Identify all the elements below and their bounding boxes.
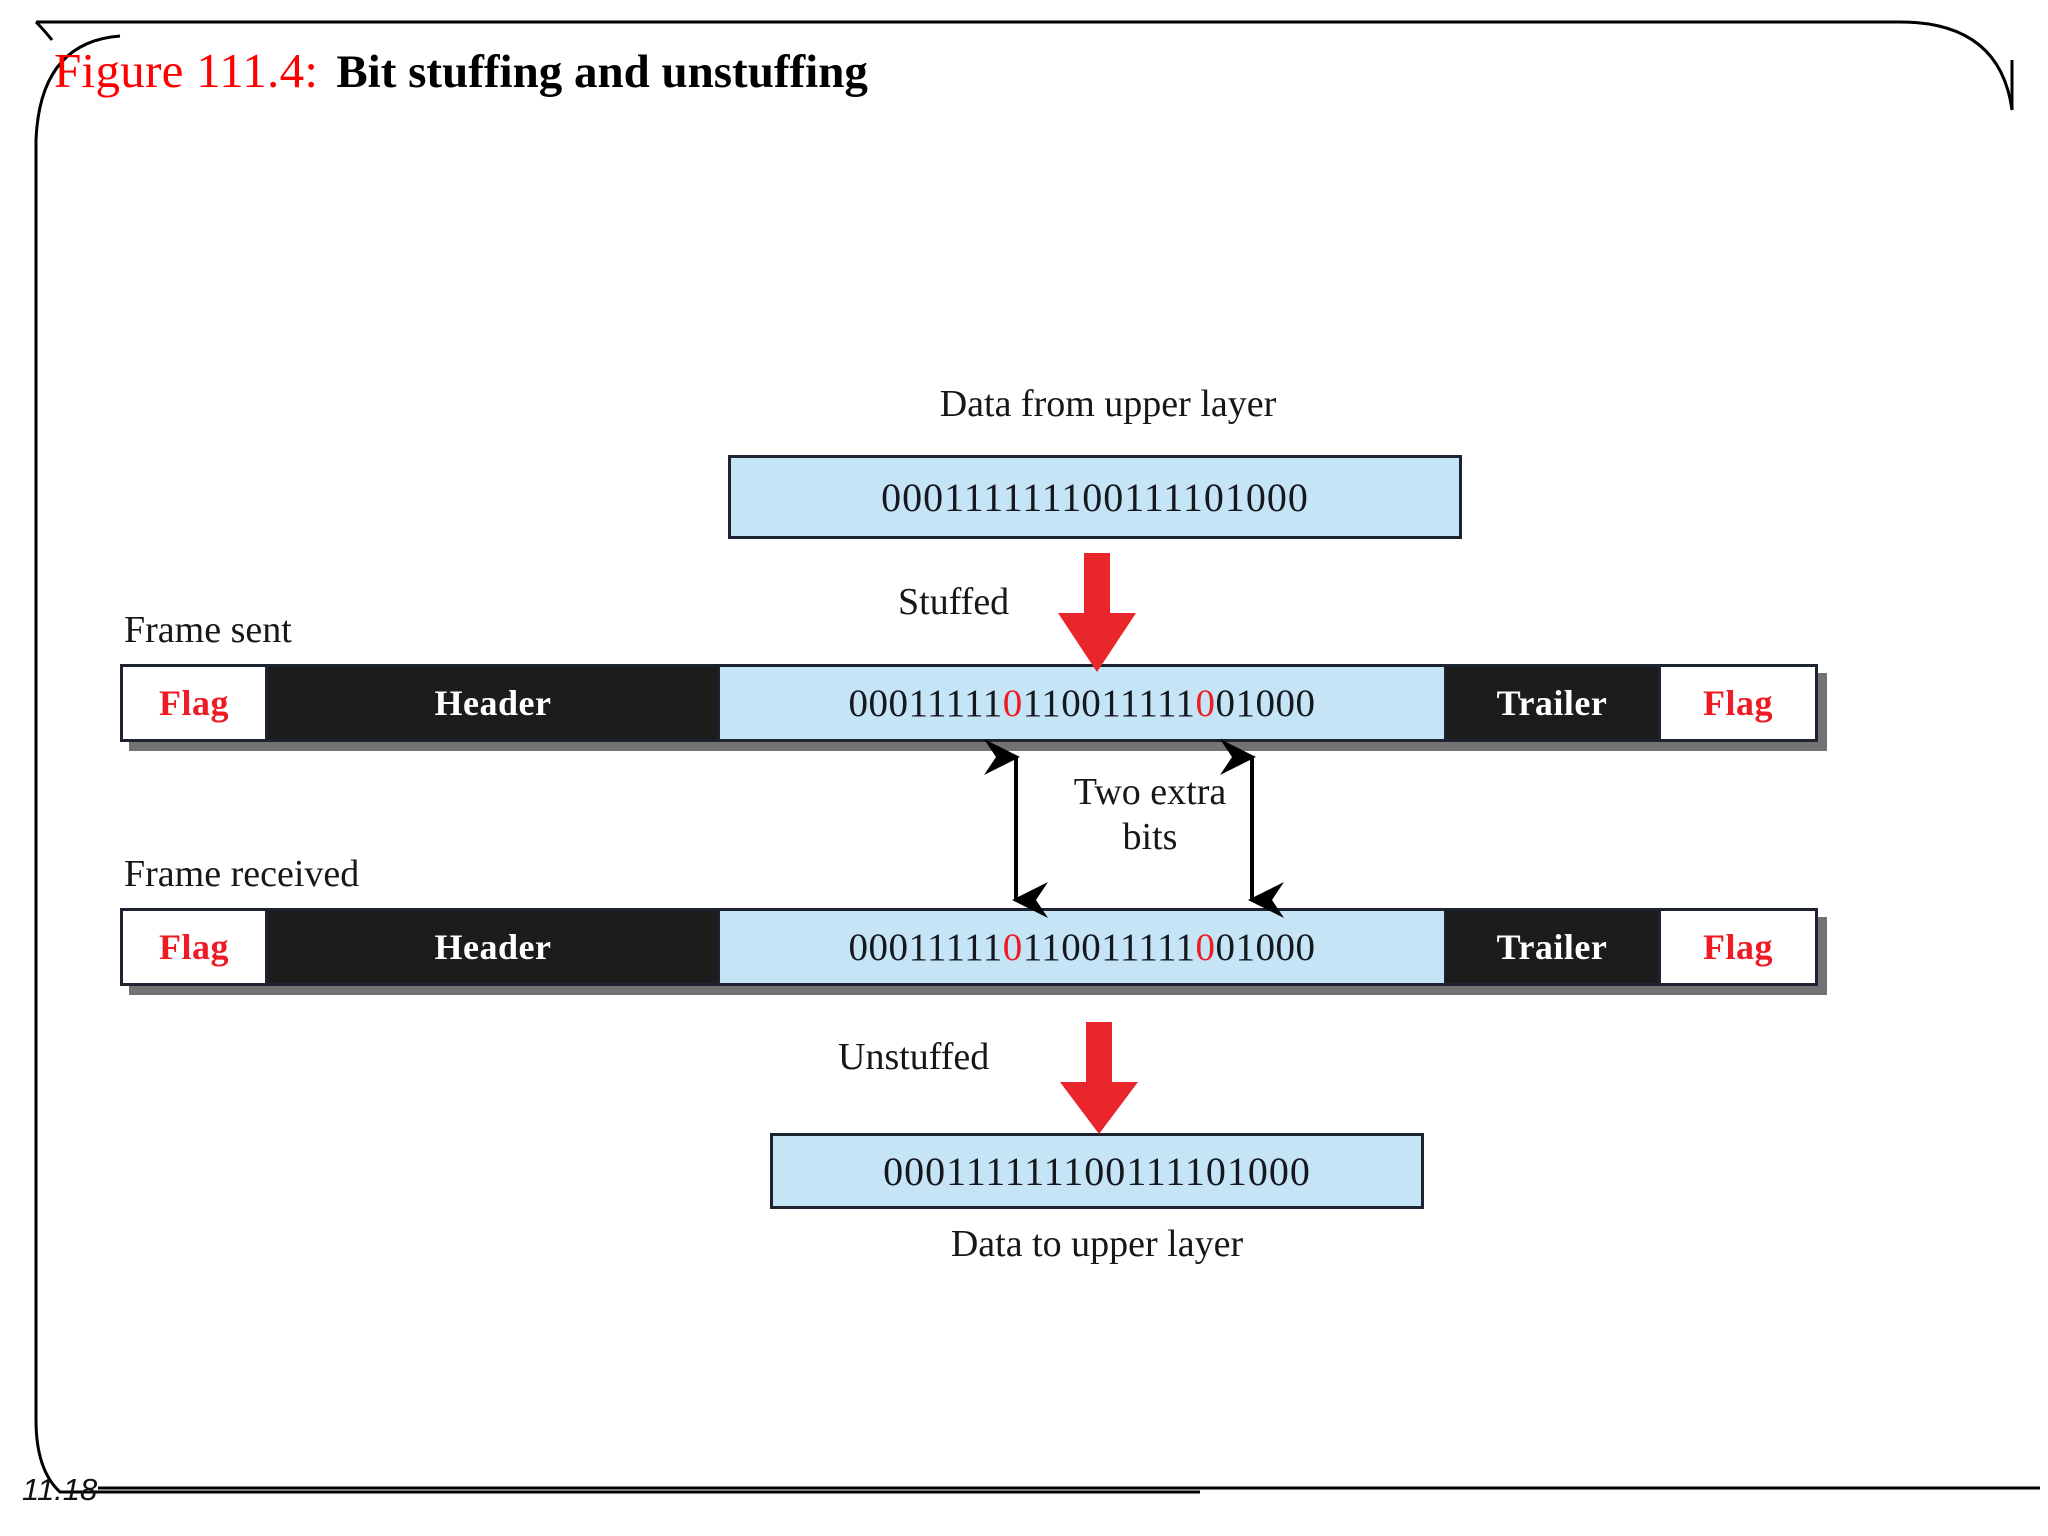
frame-sent-flag-right: Flag: [1658, 664, 1818, 742]
label-two-extra-bits: Two extra bits: [1000, 770, 1300, 860]
page-number: 11.18: [22, 1472, 98, 1507]
data-bits-prefix-1: 00011111: [848, 681, 1003, 725]
stuffed-bit-2: 0: [1195, 925, 1216, 969]
red-arrow-unstuffed: [1060, 1022, 1138, 1134]
data-bits-prefix-2: 11111: [1101, 925, 1196, 969]
two-extra-bits-line1: Two extra: [1073, 771, 1227, 813]
stuffed-bit-1: 0: [1002, 681, 1023, 725]
two-extra-bits-line2: bits: [1122, 815, 1178, 858]
label-frame-received: Frame received: [124, 853, 360, 895]
data-bits-middle: 1100: [1022, 681, 1102, 725]
frame-received-flag-right: Flag: [1658, 908, 1818, 986]
data-bits-prefix-1: 00011111: [848, 925, 1003, 969]
red-arrow-stuffed: [1058, 553, 1136, 672]
frame-sent-header: Header: [268, 664, 718, 742]
label-data-to-upper-layer: Data to upper layer: [950, 1223, 1244, 1265]
data-bits-prefix-2: 11111: [1101, 681, 1196, 725]
data-bits-suffix: 01000: [1215, 681, 1316, 725]
stuffed-bit-2: 0: [1195, 681, 1216, 725]
figure-caption: Bit stuffing and unstuffing: [336, 46, 868, 98]
frame-received-flag-left: Flag: [120, 908, 268, 986]
page-title: Figure 111.4: Bit stuffing and unstuffing: [54, 42, 868, 99]
data-bits-suffix: 01000: [1215, 925, 1316, 969]
figure-label: Figure 111.4:: [54, 43, 319, 98]
label-data-from-upper-layer: Data from upper layer: [939, 383, 1277, 425]
frame-received-header: Header: [268, 908, 718, 986]
label-stuffed: Stuffed: [898, 581, 1010, 623]
frame-sent-trailer: Trailer: [1446, 664, 1658, 742]
label-unstuffed: Unstuffed: [838, 1036, 990, 1078]
label-frame-sent: Frame sent: [124, 609, 292, 651]
data-box-to-upper-layer: 000111111100111101000: [770, 1133, 1424, 1209]
frame-received-trailer: Trailer: [1446, 908, 1658, 986]
frame-sent-flag-left: Flag: [120, 664, 268, 742]
data-box-from-upper-layer: 000111111100111101000: [728, 455, 1462, 539]
stuffed-bit-1: 0: [1002, 925, 1023, 969]
data-bits-middle: 1100: [1022, 925, 1102, 969]
